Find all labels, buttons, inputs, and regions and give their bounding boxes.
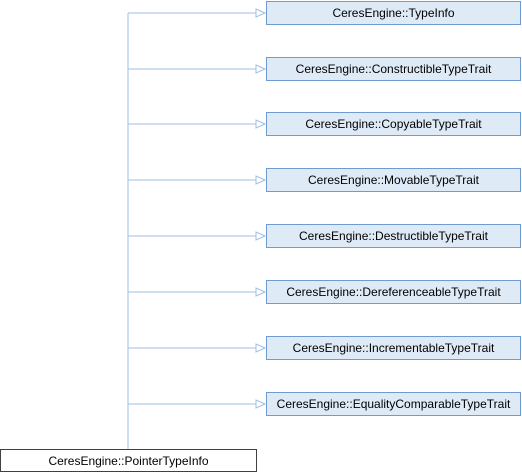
base-class-label: CeresEngine::CopyableTypeTrait (305, 117, 482, 131)
base-class-equality-comparable-type-trait[interactable]: CeresEngine::EqualityComparableTypeTrait (266, 392, 521, 416)
inheritance-arrowhead-2 (255, 119, 267, 129)
base-class-copyable-type-trait[interactable]: CeresEngine::CopyableTypeTrait (266, 112, 521, 136)
inheritance-arrowhead-0 (255, 8, 267, 18)
base-class-dereferenceable-type-trait[interactable]: CeresEngine::DereferenceableTypeTrait (266, 280, 521, 304)
base-class-movable-type-trait[interactable]: CeresEngine::MovableTypeTrait (266, 168, 521, 192)
base-class-incrementable-type-trait[interactable]: CeresEngine::IncrementableTypeTrait (266, 336, 521, 360)
base-class-label: CeresEngine::ConstructibleTypeTrait (295, 62, 492, 76)
inheritance-arrowhead-3 (255, 175, 267, 185)
derived-class-label: CeresEngine::PointerTypeInfo (48, 453, 209, 468)
inheritance-arrowhead-4 (255, 231, 267, 241)
base-class-label: CeresEngine::DereferenceableTypeTrait (286, 285, 501, 299)
derived-class-pointer-typeinfo[interactable]: CeresEngine::PointerTypeInfo (0, 449, 257, 472)
base-class-label: CeresEngine::IncrementableTypeTrait (292, 341, 495, 355)
base-class-constructible-type-trait[interactable]: CeresEngine::ConstructibleTypeTrait (266, 57, 521, 81)
inheritance-arrowhead-5 (255, 287, 267, 297)
inheritance-arrowhead-6 (255, 343, 267, 353)
base-class-label: CeresEngine::MovableTypeTrait (308, 173, 479, 187)
inheritance-arrowhead-7 (255, 399, 267, 409)
base-class-label: CeresEngine::EqualityComparableTypeTrait (276, 397, 511, 411)
inheritance-arrowhead-1 (255, 64, 267, 74)
base-class-label: CeresEngine::DestructibleTypeTrait (299, 229, 488, 243)
base-class-destructible-type-trait[interactable]: CeresEngine::DestructibleTypeTrait (266, 224, 521, 248)
base-class-typeinfo[interactable]: CeresEngine::TypeInfo (266, 1, 521, 25)
base-class-label: CeresEngine::TypeInfo (332, 6, 455, 20)
